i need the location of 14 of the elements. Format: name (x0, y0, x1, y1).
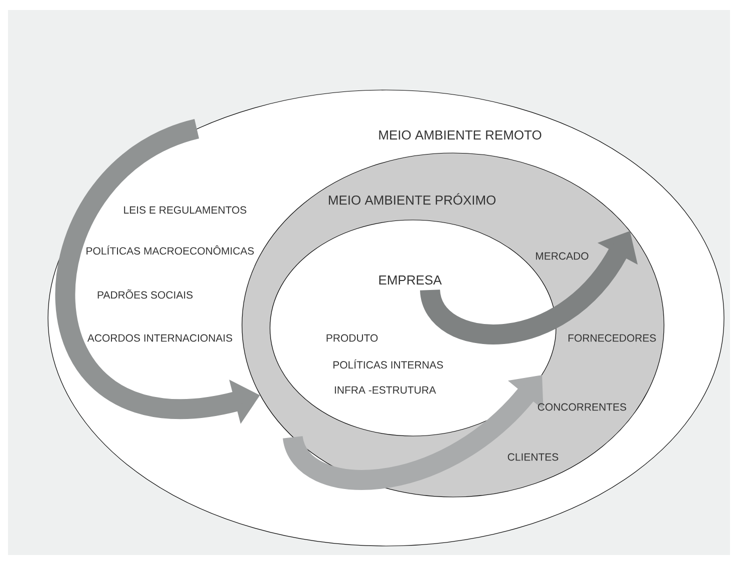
factor-label: ACORDOS INTERNACIONAIS (87, 334, 232, 342)
company-label: EMPRESA (379, 275, 442, 285)
factor-label: FORNECEDORES (568, 334, 656, 342)
factor-label: CLIENTES (508, 453, 558, 461)
region-heading: MEIO AMBIENTE PRÓXIMO (328, 193, 496, 205)
factor-label: POLÍTICAS INTERNAS (333, 359, 443, 369)
factor-label: INFRA -ESTRUTURA (334, 386, 436, 394)
factor-label: PADRÕES SOCIAIS (98, 289, 193, 299)
factor-label: PRODUTO (326, 334, 378, 342)
factor-label: LEIS E REGULAMENTOS (124, 206, 246, 214)
region-heading: MEIO AMBIENTE REMOTO (379, 130, 542, 140)
factor-label: MERCADO (536, 252, 588, 260)
factor-label: CONCORRENTES (538, 403, 626, 411)
factor-label: POLÍTICAS MACROECONÔMICAS (86, 245, 254, 255)
